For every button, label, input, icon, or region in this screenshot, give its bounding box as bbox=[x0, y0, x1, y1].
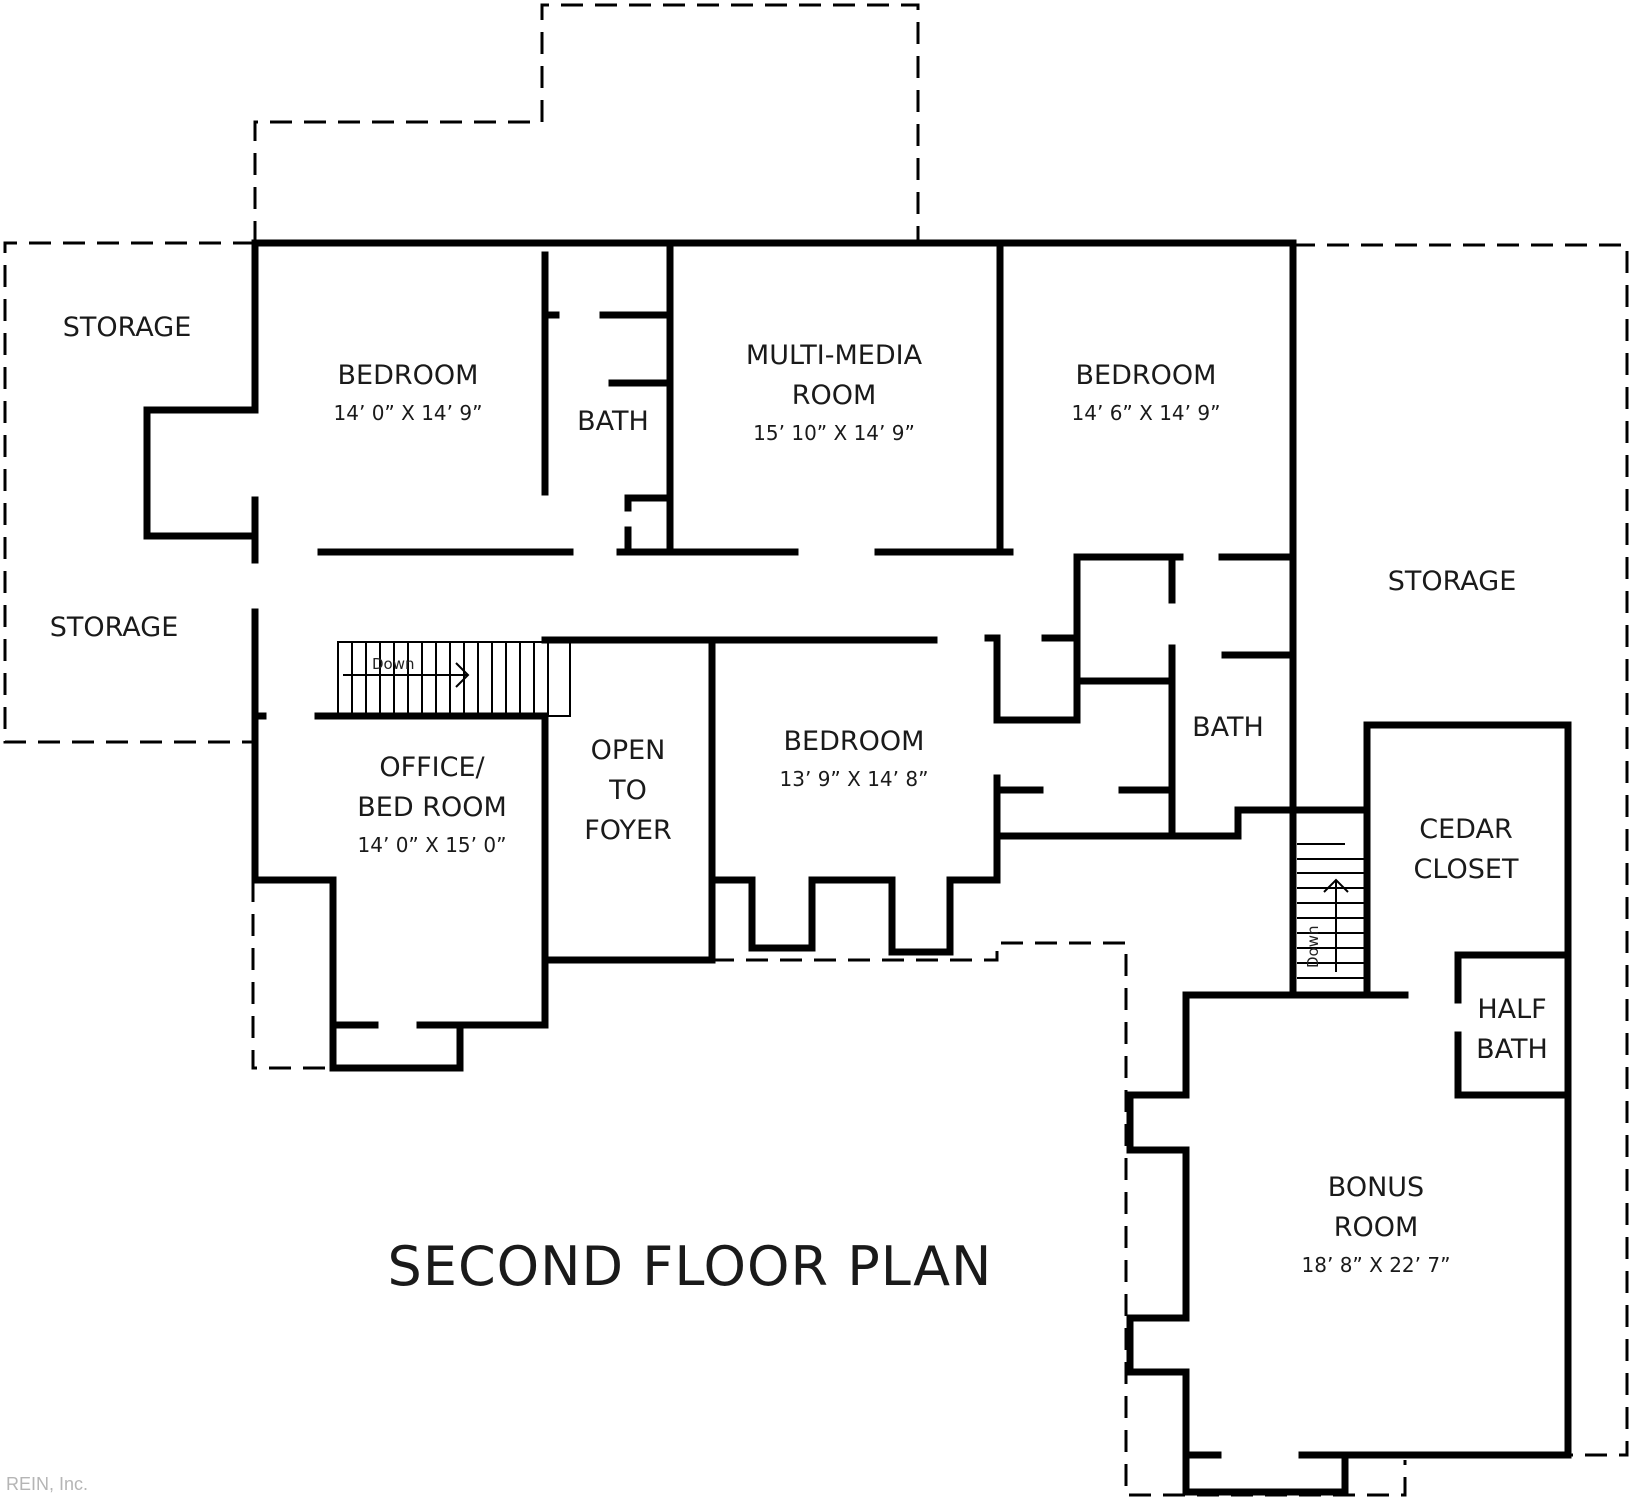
room-name-line2: CLOSET bbox=[1413, 854, 1519, 885]
room-name-line1: BONUS bbox=[1327, 1172, 1425, 1203]
room-name: BEDROOM bbox=[337, 360, 479, 391]
room-dimensions: 14’ 6” X 14’ 9” bbox=[1071, 401, 1221, 425]
room-bath-2: BATH bbox=[1192, 708, 1264, 748]
room-name: STORAGE bbox=[49, 612, 179, 643]
room-name-line1: HALF bbox=[1477, 994, 1547, 1025]
room-cedar-closet: CEDAR CLOSET bbox=[1414, 810, 1519, 890]
room-name: STORAGE bbox=[1387, 566, 1517, 597]
room-storage-left: STORAGE bbox=[50, 608, 179, 648]
room-bedroom-3: BEDROOM 13’ 9” X 14’ 8” bbox=[780, 722, 929, 796]
room-dimensions: 15’ 10” X 14’ 9” bbox=[753, 421, 915, 445]
room-name-line2: BATH bbox=[1476, 1034, 1548, 1065]
room-name-line1: OFFICE/ bbox=[379, 752, 485, 783]
room-dimensions: 18’ 8” X 22’ 7” bbox=[1301, 1253, 1451, 1277]
room-open-to-foyer: OPEN TO FOYER bbox=[584, 731, 672, 851]
room-name: BEDROOM bbox=[1075, 360, 1217, 391]
room-office: OFFICE/ BED ROOM 14’ 0” X 15’ 0” bbox=[357, 748, 507, 862]
room-storage-right: STORAGE bbox=[1388, 562, 1517, 602]
room-name: STORAGE bbox=[62, 312, 192, 343]
stair-bonus: Down bbox=[1297, 843, 1365, 979]
room-bath-1: BATH bbox=[577, 402, 649, 442]
room-name-line1: OPEN bbox=[590, 735, 666, 766]
room-half-bath: HALF BATH bbox=[1476, 990, 1548, 1070]
dashed-outlines bbox=[3, 3, 1629, 1497]
room-dimensions: 14’ 0” X 15’ 0” bbox=[357, 833, 507, 857]
room-bedroom-1: BEDROOM 14’ 0” X 14’ 9” bbox=[334, 356, 483, 430]
room-bedroom-2: BEDROOM 14’ 6” X 14’ 9” bbox=[1072, 356, 1221, 430]
room-multi-media: MULTI-MEDIA ROOM 15’ 10” X 14’ 9” bbox=[746, 336, 922, 450]
room-storage-top-left: STORAGE bbox=[63, 308, 192, 348]
walls bbox=[143, 239, 1572, 1496]
room-dimensions: 13’ 9” X 14’ 8” bbox=[779, 767, 929, 791]
stair-main: Down bbox=[337, 641, 571, 717]
stair-down-label-2: Down bbox=[1304, 925, 1322, 968]
room-name: BEDROOM bbox=[783, 726, 925, 757]
plan-title: SECOND FLOOR PLAN bbox=[387, 1235, 993, 1298]
room-dimensions: 14’ 0” X 14’ 9” bbox=[333, 401, 483, 425]
room-name-line2: ROOM bbox=[1333, 1212, 1419, 1243]
stair-down-label: Down bbox=[372, 655, 415, 673]
watermark: REIN, Inc. bbox=[6, 1474, 89, 1494]
room-name-line2: ROOM bbox=[791, 380, 877, 411]
room-name-line3: FOYER bbox=[584, 815, 672, 846]
room-name-line2: TO bbox=[609, 775, 647, 806]
room-name-line2: BED ROOM bbox=[357, 792, 507, 823]
room-name: BATH bbox=[1192, 712, 1264, 743]
room-bonus: BONUS ROOM 18’ 8” X 22’ 7” bbox=[1302, 1168, 1451, 1282]
room-name-line1: CEDAR bbox=[1419, 814, 1513, 845]
room-name: BATH bbox=[577, 406, 649, 437]
room-name-line1: MULTI-MEDIA bbox=[745, 340, 923, 371]
